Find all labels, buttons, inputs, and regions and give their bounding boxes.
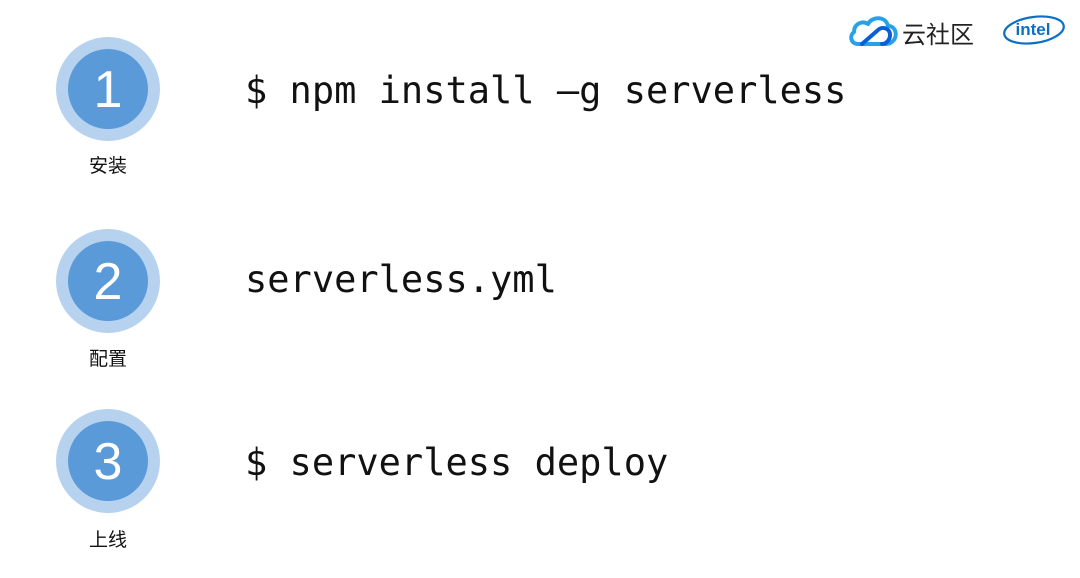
step-2-badge: 2: [56, 229, 160, 333]
step-3-command: $ serverless deploy: [245, 441, 669, 484]
intel-logo: intel: [1002, 14, 1066, 46]
step-2-command: serverless.yml: [245, 258, 557, 301]
brand-name: 云社区: [902, 20, 974, 49]
step-1-badge: 1: [56, 37, 160, 141]
intel-logo-text: intel: [1016, 20, 1051, 39]
step-3-badge: 3: [56, 409, 160, 513]
step-3-number: 3: [93, 433, 123, 491]
step-2-number: 2: [93, 253, 123, 311]
cloud-icon: [848, 14, 900, 50]
step-1-label: 安装: [88, 155, 127, 177]
step-2-label: 配置: [88, 348, 127, 370]
brand-header: 云社区: [848, 12, 974, 52]
step-1-number: 1: [93, 61, 123, 119]
step-1-command: $ npm install –g serverless: [245, 69, 847, 112]
step-3-label: 上线: [88, 529, 127, 551]
